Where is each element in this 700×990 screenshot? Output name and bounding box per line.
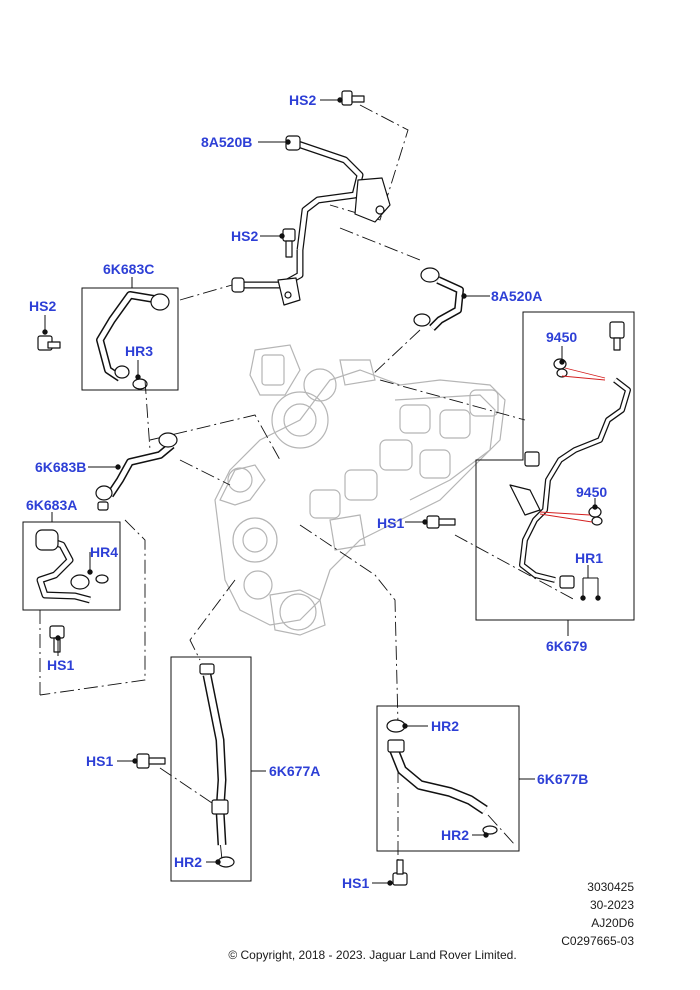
frame-6k683c [81,287,179,391]
bolt-hs1-bottom [392,859,408,886]
pipe-6k677a [199,663,235,868]
parts [35,90,631,886]
reference-number: 3030425 [587,880,634,894]
label-hs2-mid: HS2 [231,228,258,244]
pipe-6k677b [386,719,498,835]
highlight-leaders [539,367,606,523]
pipe-6k679 [509,321,631,589]
frame-6k683a [22,521,121,611]
pipe-6k683c [96,291,170,390]
reference-model: AJ20D6 [591,916,634,930]
bolt-hs2-top [341,90,365,106]
callout-leaders [42,97,601,886]
bolt-hs1-lower-left [136,753,166,769]
bolt-hs2-mid [282,228,296,258]
label-6k677a: 6K677A [269,763,320,779]
label-9450-top: 9450 [546,329,577,345]
label-hs1-bottom: HS1 [342,875,369,891]
copyright-notice: © Copyright, 2018 - 2023. Jaguar Land Ro… [228,948,517,962]
bolt-hs1-center [426,515,456,529]
label-hr2-left: HR2 [174,854,202,870]
label-hr3: HR3 [125,343,153,359]
label-8a520a: 8A520A [491,288,542,304]
reference-illustration-id: C0297665-03 [561,934,634,948]
label-hs2-left: HS2 [29,298,56,314]
engine-assembly-illustration [214,344,506,636]
pipe-6k683b [95,432,178,511]
label-6k683c: 6K683C [103,261,154,277]
label-hs1-lower-left: HS1 [86,753,113,769]
label-hr4: HR4 [90,544,118,560]
pipe-6k683a [35,529,109,604]
callout-labels: HS2 8A520B HS2 6K683C HS2 HR3 8A520A 945… [26,92,607,891]
pipe-8a520a [413,267,464,331]
group-frames [22,287,635,882]
reference-date: 30-2023 [589,898,634,912]
label-6k677b: 6K677B [537,771,588,787]
label-hs1-center: HS1 [377,515,404,531]
label-6k683a: 6K683A [26,497,77,513]
label-hs1-left-box: HS1 [47,657,74,673]
label-hr1: HR1 [575,550,603,566]
label-hr2-right-bottom: HR2 [441,827,469,843]
washer-9450-bottom [588,506,603,526]
bolt-hs2-left [37,335,61,351]
label-hs2-top: HS2 [289,92,316,108]
frame-6k679 [475,311,635,621]
label-8a520b: 8A520B [201,134,252,150]
pipe-8a520b [231,135,391,306]
label-hr2-right-top: HR2 [431,718,459,734]
frame-6k677a [170,656,252,882]
label-6k679: 6K679 [546,638,587,654]
label-9450-bottom: 9450 [576,484,607,500]
label-6k683b: 6K683B [35,459,86,475]
